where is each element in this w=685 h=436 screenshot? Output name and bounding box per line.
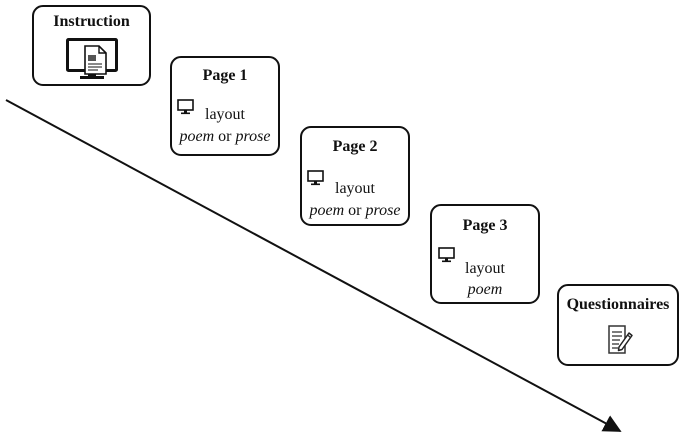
page-1-layout-label: layout bbox=[205, 106, 245, 123]
page-1-box: Page 1 layout poem or prose bbox=[170, 56, 280, 156]
option-or: or bbox=[348, 202, 362, 219]
page-1-layout-options: poem or prose bbox=[172, 127, 278, 146]
option-prose: prose bbox=[365, 202, 401, 219]
page-3-layout-label: layout bbox=[465, 260, 505, 277]
page-2-box: Page 2 layout poem or prose bbox=[300, 126, 410, 226]
page-3-box: Page 3 layout poem bbox=[430, 204, 540, 304]
questionnaires-title: Questionnaires bbox=[566, 296, 670, 313]
document-icon bbox=[84, 45, 107, 75]
monitor-icon bbox=[307, 170, 324, 186]
option-prose: prose bbox=[235, 128, 271, 145]
monitor-icon bbox=[438, 247, 455, 263]
option-poem: poem bbox=[179, 128, 215, 145]
page-1-title: Page 1 bbox=[202, 67, 248, 84]
page-2-layout-label: layout bbox=[335, 180, 375, 197]
page-2-layout-options: poem or prose bbox=[302, 201, 408, 220]
monitor-icon bbox=[177, 99, 194, 115]
page-3-title: Page 3 bbox=[462, 217, 508, 234]
timeline-arrow-line bbox=[5, 99, 622, 432]
instruction-title: Instruction bbox=[53, 13, 130, 30]
document-pencil-icon bbox=[608, 325, 633, 354]
questionnaires-box: Questionnaires bbox=[557, 284, 679, 366]
instruction-box: Instruction bbox=[32, 5, 151, 86]
option-or: or bbox=[218, 128, 232, 145]
page-2-title: Page 2 bbox=[332, 138, 378, 155]
option-poem: poem bbox=[309, 202, 345, 219]
option-poem: poem bbox=[467, 281, 503, 298]
page-3-layout-options: poem bbox=[432, 280, 538, 299]
